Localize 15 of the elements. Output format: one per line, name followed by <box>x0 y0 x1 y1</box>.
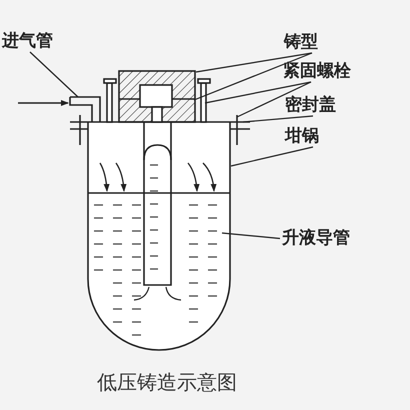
leader-line <box>204 81 312 104</box>
caption: 低压铸造示意图 <box>97 371 237 393</box>
part-label: 紧固螺栓 <box>283 62 351 81</box>
part-label: 密封盖 <box>285 96 336 115</box>
leader-line <box>236 81 312 118</box>
leader-line <box>230 146 314 167</box>
part-label: 升液导管 <box>282 229 350 248</box>
leader-line <box>30 52 78 98</box>
part-label: 坩锅 <box>285 127 319 146</box>
leader-line <box>196 52 312 73</box>
leader-line <box>242 115 314 123</box>
part-label: 铸型 <box>284 33 318 52</box>
part-label: 进气管 <box>2 32 53 51</box>
leader-line <box>194 52 312 101</box>
leader-line <box>222 232 280 240</box>
